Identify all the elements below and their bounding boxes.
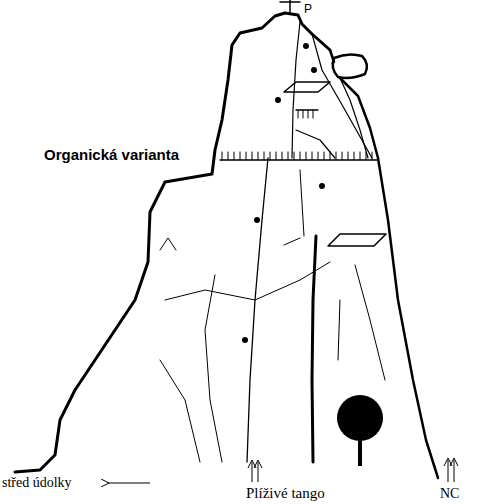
hatch-tick (252, 152, 253, 160)
ledge (328, 234, 386, 246)
dark-crack (312, 236, 316, 462)
hatch-tick (312, 152, 313, 160)
hatch-tick (270, 152, 271, 160)
crack (160, 360, 200, 462)
ledge-line (296, 109, 318, 110)
route-name: NC (440, 486, 459, 502)
summit-cross (280, 0, 300, 13)
hatch-tick (228, 152, 229, 160)
hatch-tick (336, 152, 337, 160)
crack (296, 130, 335, 158)
summit-mark: P (304, 2, 312, 16)
hatch-tick (282, 152, 283, 160)
rock-block (333, 54, 367, 78)
crack (340, 78, 368, 158)
bolt (311, 67, 317, 73)
hatch-tick (288, 152, 289, 160)
hatch-tick (360, 152, 361, 160)
route-crack (247, 158, 268, 462)
hatch-tick (258, 152, 259, 160)
rock-outline (15, 13, 330, 472)
rock-outline-right (330, 50, 438, 478)
hatch-tick (294, 152, 295, 160)
hatch-tick (246, 152, 247, 160)
crack (165, 262, 330, 300)
crack (292, 22, 300, 158)
crack (160, 238, 176, 250)
bolts (242, 43, 325, 343)
direction-label: střed údolky (2, 475, 72, 491)
hatch-tick (222, 152, 223, 160)
crack (284, 170, 304, 245)
bolt (242, 337, 248, 343)
hatch-tick (354, 152, 355, 160)
route-name: Plíživé tango (246, 485, 325, 502)
hatch-tick (342, 152, 343, 160)
hatch-tick (276, 152, 277, 160)
bolt (303, 43, 309, 49)
ledge (284, 82, 330, 92)
hatch-tick (348, 152, 349, 160)
bolt (254, 217, 260, 223)
hatch-tick (366, 152, 367, 160)
direction-arrow (108, 483, 150, 484)
hatch-tick (234, 152, 235, 160)
hatch-tick (240, 152, 241, 160)
hatch-tick (313, 110, 314, 118)
hatch-tick (264, 152, 265, 160)
tree (337, 395, 383, 466)
hatch-tick (372, 152, 373, 160)
hatch-tick (308, 110, 309, 118)
hatch-tick (330, 152, 331, 160)
hatch-tick (306, 152, 307, 160)
route-arrow (444, 458, 458, 482)
hatch-tick (300, 152, 301, 160)
route-arrow (248, 460, 262, 482)
crack (205, 275, 222, 462)
hatch-tick (324, 152, 325, 160)
hatch-tick (318, 152, 319, 160)
crack (338, 265, 385, 380)
crack (312, 34, 372, 158)
bolt (275, 97, 281, 103)
variant-name: Organická varianta (44, 146, 179, 163)
hatch-tick (303, 110, 304, 118)
bolt (319, 183, 325, 189)
hatch-tick (298, 110, 299, 118)
